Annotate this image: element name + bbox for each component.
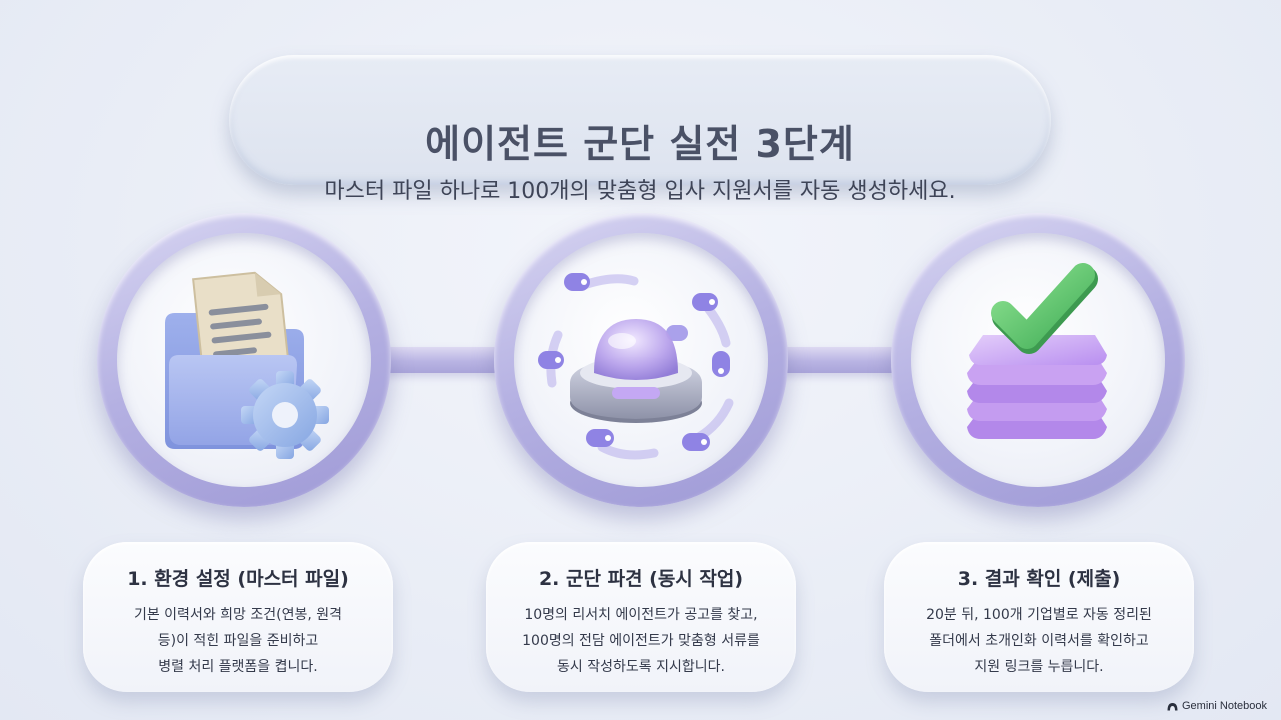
agent-hub-swarm-icon	[538, 273, 734, 460]
step-3-circle	[891, 213, 1185, 507]
step-2-circle	[494, 213, 788, 507]
brand-label: Gemini Notebook	[1182, 700, 1267, 712]
connector-1-2	[375, 347, 515, 373]
step-1-circle	[97, 213, 391, 507]
step-1-line-1: 기본 이력서와 희망 조건(연봉, 원격	[133, 607, 343, 623]
step-1-description: 기본 이력서와 희망 조건(연봉, 원격 등)이 적힌 파일을 준비하고 병렬 …	[83, 602, 393, 680]
step-3-card: 3. 결과 확인 (제출) 20분 뒤, 100개 기업별로 자동 정리된 폴더…	[884, 542, 1194, 692]
step-1-line-2: 등)이 적힌 파일을 준비하고	[157, 633, 319, 649]
step-3-title: 3. 결과 확인 (제출)	[957, 568, 1121, 590]
step-3-line-2: 폴더에서 초개인화 이력서를 확인하고	[929, 633, 1149, 649]
step-1-line-3: 병렬 처리 플랫폼을 켭니다.	[158, 659, 318, 675]
step-3-line-3: 지원 링크를 누릅니다.	[974, 659, 1104, 675]
header-banner: 에이전트 군단 실전 3단계 마스터 파일 하나로 100개의 맞춤형 입사 지…	[229, 55, 1051, 204]
notebook-logo-icon	[1167, 702, 1178, 710]
step-2-line-3: 동시 작성하도록 지시합니다.	[557, 659, 725, 675]
step-2-card: 2. 군단 파견 (동시 작업) 10명의 리서치 에이전트가 공고를 찾고, …	[486, 542, 796, 692]
page-subtitle: 마스터 파일 하나로 100개의 맞춤형 입사 지원서를 자동 생성하세요.	[324, 179, 956, 204]
step-2-description: 10명의 리서치 에이전트가 공고를 찾고, 100명의 전담 에이전트가 맞춤…	[486, 602, 796, 680]
step-1-title: 1. 환경 설정 (마스터 파일)	[127, 568, 349, 590]
step-2-title: 2. 군단 파견 (동시 작업)	[538, 568, 744, 590]
step-2-line-2: 100명의 전담 에이전트가 맞춤형 서류를	[522, 633, 760, 649]
step-1-card: 1. 환경 설정 (마스터 파일) 기본 이력서와 희망 조건(연봉, 원격 등…	[83, 542, 393, 692]
brand-watermark: Gemini Notebook	[1167, 700, 1267, 712]
step-3-line-1: 20분 뒤, 100개 기업별로 자동 정리된	[926, 607, 1152, 623]
folder-document-gear-icon	[165, 271, 329, 459]
step-3-description: 20분 뒤, 100개 기업별로 자동 정리된 폴더에서 초개인화 이력서를 확…	[884, 602, 1194, 680]
checkmark-document-stack-icon	[967, 263, 1107, 439]
step-2-line-1: 10명의 리서치 에이전트가 공고를 찾고,	[524, 607, 758, 623]
page-title: 에이전트 군단 실전 3단계	[425, 122, 855, 166]
